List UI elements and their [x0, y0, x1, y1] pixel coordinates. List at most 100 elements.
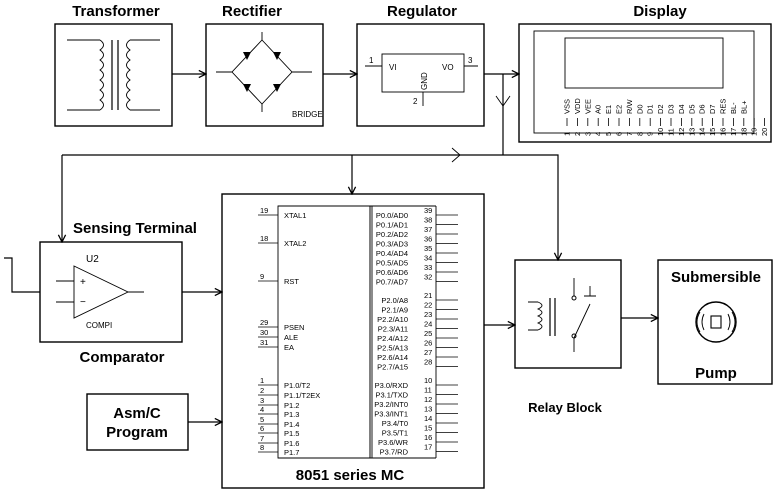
mcu-right-pin-name: P0.6/AD6	[376, 268, 408, 277]
mcu-left-pin-name: RST	[284, 277, 299, 286]
display-pin-number: 14	[698, 128, 707, 136]
display-title: Display	[633, 3, 687, 20]
display-block: VSS1VDD2VEE3A04E15E26R/W7D08D19D210D311D…	[518, 23, 772, 143]
mcu-right-pin-name: P0.7/AD7	[376, 278, 408, 287]
mcu-right-pin-name: P2.5/A13	[377, 344, 408, 353]
comparator-plus: +	[80, 277, 86, 288]
pump-block: Submersible Pump	[657, 259, 773, 385]
mcu-right-pin-number: 33	[424, 263, 432, 272]
mcu-title: 8051 series MC	[296, 467, 405, 484]
mcu-left-pin-number: 31	[260, 338, 268, 347]
mcu-block: 19XTAL118XTAL29RST29PSEN30ALE31EA1P1.0/T…	[221, 193, 485, 489]
mcu-right-pin-number: 22	[424, 301, 432, 310]
wires	[4, 74, 658, 422]
mcu-right-pin-number: 13	[424, 405, 432, 414]
mcu-left-pin-name: P1.7	[284, 448, 299, 457]
mcu-right-pin-number: 25	[424, 329, 432, 338]
regulator-block: 1 VI VO 3 GND 2	[356, 23, 485, 127]
mcu-right-pin-number: 16	[424, 433, 432, 442]
display-pin-number: 3	[583, 132, 592, 136]
mcu-left-pin-number: 9	[260, 272, 264, 281]
display-pin-number: 10	[656, 128, 665, 136]
mcu-right-pin-number: 32	[424, 273, 432, 282]
display-pin-name: D3	[667, 104, 676, 114]
display-pin-number: 9	[646, 132, 655, 136]
mcu-right-pin-number: 12	[424, 395, 432, 404]
mcu-left-pin-name: P1.4	[284, 420, 299, 429]
mcu-right-pin-number: 36	[424, 235, 432, 244]
mcu-right-pin-name: P3.2/INT0	[374, 400, 408, 409]
display-pin-name: E1	[604, 105, 613, 114]
comparator-title: Comparator	[79, 349, 164, 366]
mcu-right-pin-number: 11	[424, 386, 432, 395]
display-pin-number: 13	[687, 128, 696, 136]
display-pin-number: 2	[573, 132, 582, 136]
mcu-right-pin-name: P0.4/AD4	[376, 249, 408, 258]
mcu-right-pin-name: P2.7/A15	[377, 363, 408, 372]
program-line2: Program	[106, 424, 168, 441]
bridge-label: BRIDGE	[292, 110, 323, 119]
program-line1: Asm/C	[113, 405, 161, 422]
mcu-right-pin-name: P3.7/RD	[380, 448, 409, 457]
display-pin-number: 20	[760, 128, 769, 136]
mcu-right-pin-number: 34	[424, 254, 432, 263]
mcu-left-pin-number: 7	[260, 434, 264, 443]
mcu-right-pin-name: P3.1/TXD	[375, 391, 408, 400]
comparator-part: COMPI	[86, 321, 112, 330]
mcu-right-pin-number: 35	[424, 244, 432, 253]
mcu-left-pins: 19XTAL118XTAL29RST29PSEN30ALE31EA1P1.0/T…	[258, 206, 320, 457]
mcu-left-pin-name: P1.2	[284, 401, 299, 410]
display-pin-name: D4	[677, 104, 686, 114]
display-pins: VSS1VDD2VEE3A04E15E26R/W7D08D19D210D311D…	[563, 98, 770, 136]
mcu-right-pin-number: 23	[424, 310, 432, 319]
regulator-pin1: 1	[369, 56, 374, 65]
mcu-left-pin-number: 4	[260, 405, 264, 414]
regulator-title: Regulator	[387, 3, 457, 20]
mcu-left-pin-name: XTAL1	[284, 211, 306, 220]
display-pin-name: D2	[656, 104, 665, 114]
mcu-right-pin-number: 17	[424, 443, 432, 452]
display-pin-name: D1	[646, 104, 655, 114]
mcu-right-pin-number: 15	[424, 424, 432, 433]
display-pin-name: VSS	[563, 99, 572, 114]
mcu-right-pin-number: 26	[424, 339, 432, 348]
mcu-left-pin-number: 6	[260, 424, 264, 433]
comparator-block: + − U2 COMPI	[39, 241, 183, 343]
pump-line2: Pump	[695, 365, 737, 382]
regulator-pin2: 2	[413, 97, 418, 106]
mcu-left-pin-name: ALE	[284, 333, 298, 342]
motor-icon	[695, 301, 737, 343]
mcu-left-pin-number: 29	[260, 318, 268, 327]
display-pin-name: D7	[708, 104, 717, 114]
mcu-right-pin-name: P2.2/A10	[377, 315, 408, 324]
mcu-right-pin-number: 27	[424, 348, 432, 357]
mcu-right-pin-name: P3.6/WR	[378, 438, 409, 447]
mcu-left-pin-name: PSEN	[284, 323, 304, 332]
mcu-right-pin-name: P3.3/INT1	[374, 410, 408, 419]
display-pin-name: A0	[594, 105, 603, 114]
mcu-left-pin-name: P1.1/T2EX	[284, 391, 320, 400]
mcu-right-pin-number: 37	[424, 225, 432, 234]
mcu-left-pin-name: EA	[284, 343, 294, 352]
comparator-minus: −	[80, 297, 86, 308]
pump-line1: Submersible	[671, 269, 761, 286]
sensing-title: Sensing Terminal	[73, 220, 197, 237]
mcu-left-pin-number: 8	[260, 443, 264, 452]
mcu-right-pin-name: P2.3/A11	[378, 325, 408, 334]
regulator-vo: VO	[442, 63, 454, 72]
display-pin-number: 16	[719, 128, 728, 136]
rectifier-block: BRIDGE	[205, 23, 324, 127]
display-pin-name: BL+	[739, 100, 748, 114]
mcu-right-pin-name: P3.5/T1	[382, 429, 408, 438]
display-pin-name: R/W	[625, 99, 634, 115]
display-pin-number: 1	[563, 132, 572, 136]
mcu-right-pin-name: P2.1/A9	[381, 306, 408, 315]
mcu-left-pin-name: P1.0/T2	[284, 381, 310, 390]
regulator-gnd: GND	[420, 72, 429, 90]
relay-title: Relay Block	[528, 400, 602, 415]
mcu-left-pin-name: P1.3	[284, 410, 299, 419]
display-pin-number: 8	[635, 132, 644, 136]
display-pin-number: 4	[594, 132, 603, 136]
display-pin-number: 12	[677, 128, 686, 136]
